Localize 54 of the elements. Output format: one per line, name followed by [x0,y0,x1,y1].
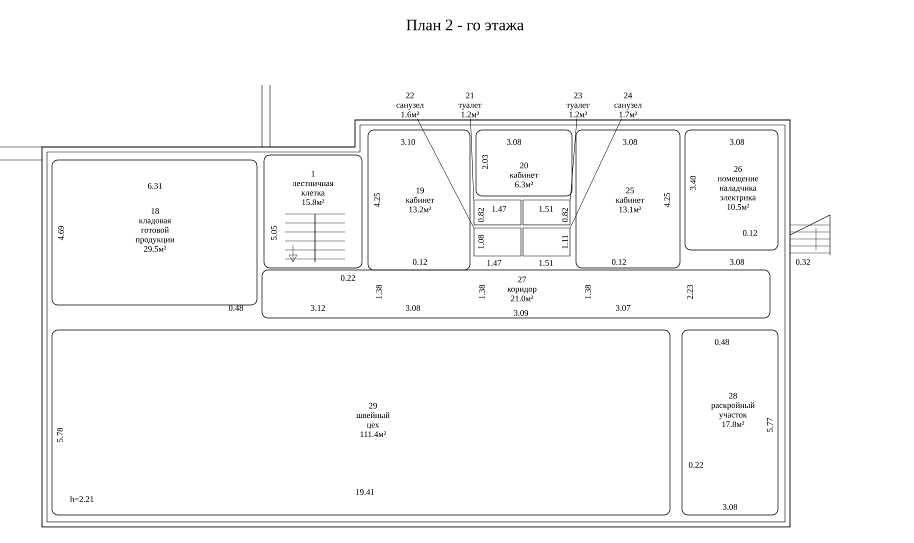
dimension-label: 3.09 [514,310,528,316]
dimension-label: 6.31 [148,183,162,189]
dimension-label: 5.78 [57,428,63,442]
room-label: 23 туалет 1.2м² [566,92,590,118]
leader-line [416,118,474,228]
dimension-label: 2.03 [482,154,488,170]
dimension-label: 1.38 [585,284,591,299]
dimension-label: 3.08 [622,139,638,145]
dimension-label: 0.48 [714,339,730,345]
dimension-label: 3.08 [406,305,420,311]
small-room [522,200,570,226]
dimension-label: 3.10 [400,139,416,145]
dimension-label: 1.38 [376,284,382,299]
dimension-label: 0.48 [228,305,244,311]
dimension-label: 3.08 [730,139,744,145]
dimension-label: 5.77 [767,418,773,432]
room-label: 24 санузел 1.7м² [614,92,642,118]
dimension-label: 3.08 [506,139,522,145]
small-room [474,228,522,256]
dimension-label: 0.82 [562,208,568,222]
dimension-label: 4.25 [664,192,670,208]
dimension-label: h=2.21 [70,496,94,502]
small-room [522,228,570,256]
dimension-label: 0.32 [796,259,810,265]
title: План 2 - го этажа [406,20,524,30]
dimension-label: 5.05 [271,226,277,240]
dimension-label: 4.25 [374,192,380,208]
leader-line [570,118,622,228]
dimension-label: 3.40 [690,176,696,190]
dimension-label: 0.22 [340,275,355,281]
dimension-label: 0.12 [412,259,427,265]
room-label: 21 туалет 1.2м² [458,92,482,118]
dimension-label: 4.69 [58,226,64,240]
dimension-label: 3.08 [730,259,744,265]
dimension-label: 3.07 [616,305,630,311]
dimension-label: 1.08 [478,234,484,249]
small-room [474,200,522,226]
dimension-label: 0.12 [612,259,626,265]
dimension-label: 19.41 [356,489,374,495]
dimension-label: 0.82 [478,208,484,222]
dimension-label: 1.11 [562,235,568,249]
leader-line [570,118,578,200]
dimension-label: 3.12 [310,305,325,311]
dimension-label: 2.23 [687,284,693,300]
dimension-label: 1.47 [487,260,502,266]
dimension-label: 1.51 [539,206,553,212]
leader-line [470,118,474,200]
dimension-label: 1.51 [539,260,553,266]
dimension-label: 0.22 [688,462,703,468]
dimension-label: 1.47 [492,206,506,212]
dimension-label: 3.08 [722,504,738,510]
dimension-label: 1.38 [479,284,485,299]
room-label: 22 санузел 1.6м² [396,92,424,118]
dimension-label: 0.12 [742,230,757,236]
